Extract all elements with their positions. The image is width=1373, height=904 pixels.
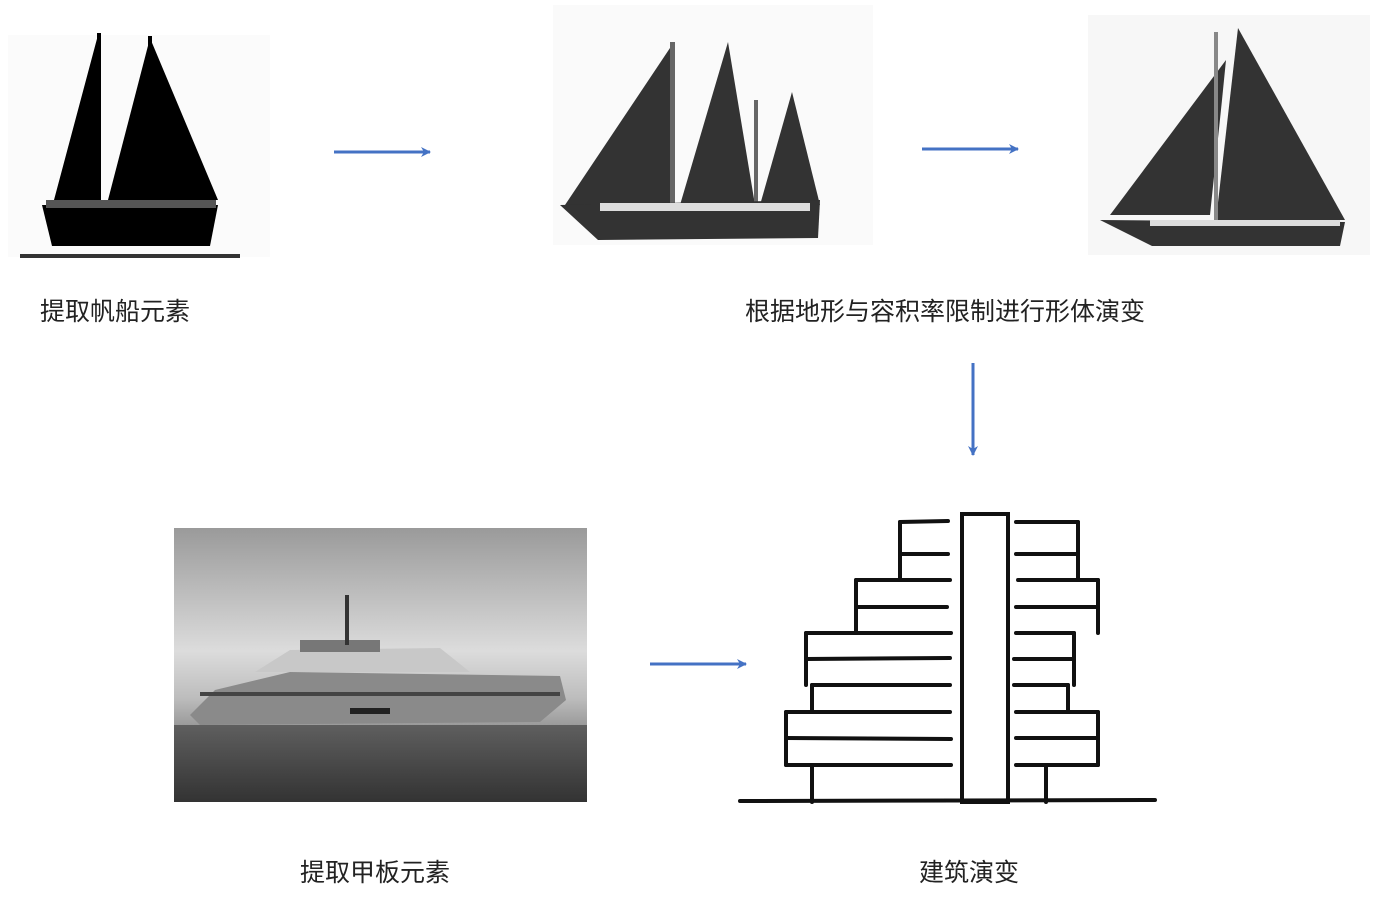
label-building-evolution: 建筑演变 bbox=[919, 858, 1020, 887]
evolved-sailboat-image-2 bbox=[1088, 15, 1370, 255]
evolved-sailboat-image-1 bbox=[553, 5, 873, 245]
building-sketch bbox=[738, 512, 1157, 804]
label-extract-deck: 提取甲板元素 bbox=[300, 858, 451, 887]
label-extract-sailboat: 提取帆船元素 bbox=[40, 297, 191, 326]
yacht-photo-image bbox=[174, 528, 587, 802]
schooner-silhouette-image bbox=[8, 33, 270, 258]
label-form-evolution: 根据地形与容积率限制进行形体演变 bbox=[745, 297, 1146, 326]
